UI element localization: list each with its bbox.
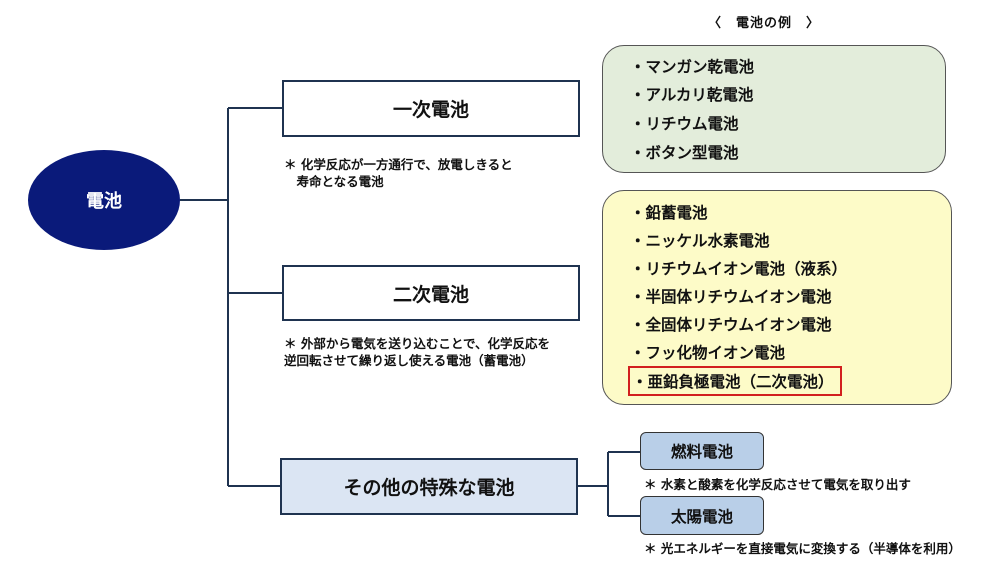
examples-header: 〈 電池の例 〉	[708, 16, 821, 31]
example-item: ・リチウム電池	[630, 115, 739, 133]
fuel-cell-box: 燃料電池	[640, 432, 764, 470]
fuel-cell-label: 燃料電池	[670, 443, 733, 461]
category-secondary-label: 二次電池	[392, 283, 469, 306]
example-item: ・リチウムイオン電池（液系）	[630, 260, 848, 278]
root-node-battery: 電池	[28, 150, 180, 250]
example-item: ・マンガン乾電池	[630, 58, 755, 76]
example-item: ・フッ化物イオン電池	[630, 344, 786, 362]
category-secondary-battery: 二次電池	[282, 265, 580, 321]
category-primary-label: 一次電池	[392, 99, 469, 121]
root-label: 電池	[86, 191, 122, 212]
example-item: ・ボタン型電池	[630, 144, 739, 162]
note-primary-battery: ＊ 化学反応が一方通行で、放電しきると 寿命となる電池	[284, 157, 513, 189]
example-item-highlighted: ・亜鉛負極電池（二次電池）	[628, 366, 842, 396]
secondary-examples-group	[602, 190, 952, 405]
example-item: ・半固体リチウムイオン電池	[630, 288, 832, 306]
note-fuel-cell: ＊ 水素と酸素を化学反応させて電気を取り出す	[644, 477, 911, 492]
category-special-battery: その他の特殊な電池	[280, 458, 578, 515]
note-secondary-battery: ＊ 外部から電気を送り込むことで、化学反応を 逆回転させて繰り返し使える電池（蓄…	[284, 336, 550, 368]
category-special-label: その他の特殊な電池	[343, 477, 515, 499]
primary-examples-group	[602, 45, 946, 173]
example-item: ・鉛蓄電池	[630, 204, 708, 222]
note-solar-cell: ＊ 光エネルギーを直接電気に変換する（半導体を利用）	[644, 541, 961, 556]
solar-cell-box: 太陽電池	[640, 496, 764, 535]
example-item: ・ニッケル水素電池	[630, 232, 770, 250]
example-item: ・全固体リチウムイオン電池	[630, 316, 832, 334]
category-primary-battery: 一次電池	[282, 80, 580, 137]
example-item: ・アルカリ乾電池	[630, 86, 754, 104]
solar-cell-label: 太陽電池	[670, 507, 733, 526]
